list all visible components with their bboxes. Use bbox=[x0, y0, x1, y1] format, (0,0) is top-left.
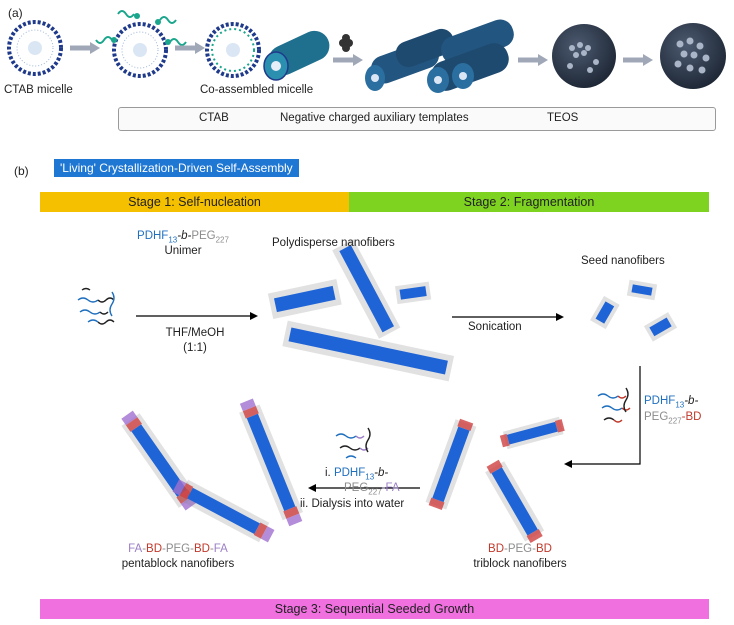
teos-symbol-graphic bbox=[339, 34, 353, 52]
stage2-bar: Stage 2: Fragmentation bbox=[349, 192, 709, 212]
unimer-chains-graphic bbox=[77, 287, 115, 325]
panel-b-letter: (b) bbox=[14, 164, 29, 178]
stage1-bar: Stage 1: Self-nucleation bbox=[40, 192, 349, 212]
pentablock-formula: FA-BD-PEG-BD-FA bbox=[108, 542, 248, 556]
unimer-formula: PDHF13-b-PEG227 bbox=[128, 229, 238, 247]
teos-legend-label: TEOS bbox=[547, 112, 579, 124]
polydisperse-label: Polydisperse nanofibers bbox=[272, 237, 395, 249]
unimer-pdhf: PDHF bbox=[137, 230, 169, 242]
bd-peg: PEG bbox=[644, 411, 669, 423]
bd-polymer-chains-graphic bbox=[597, 387, 631, 423]
triblock-formula: BD-PEG-BD bbox=[460, 542, 580, 556]
cylindrical-micelle-graphic bbox=[263, 30, 330, 81]
sonication-label: Sonication bbox=[468, 321, 522, 333]
polydisperse-nanofibers-graphic bbox=[267, 239, 455, 382]
co-assembled-micelle-label: Co-assembled micelle bbox=[200, 84, 314, 96]
pentablock-caption: pentablock nanofibers bbox=[121, 558, 235, 570]
stage3-bar: Stage 3: Sequential Seeded Growth bbox=[40, 599, 709, 619]
fa-sub227: 227 bbox=[368, 487, 382, 497]
fa-step2: ii. Dialysis into water bbox=[300, 498, 405, 510]
fa-peg: PEG bbox=[344, 482, 369, 494]
fa-pdhf: PDHF bbox=[333, 467, 366, 479]
pentablock-d2: - bbox=[209, 543, 214, 555]
fa-polymer-line1: i. PDHF13-b- bbox=[325, 466, 388, 484]
mesoporous-sphere-graphic bbox=[552, 24, 616, 88]
triblock-nanofibers-graphic bbox=[425, 416, 565, 543]
pentablock-bd2: BD bbox=[193, 543, 210, 555]
mesoporous-sphere-final-graphic bbox=[660, 23, 726, 89]
solvent-ratio-label: (1:1) bbox=[183, 342, 207, 354]
co-assembled-micelle-graphic bbox=[205, 22, 261, 78]
panel-b-title: 'Living' Crystallization-Driven Self-Ass… bbox=[54, 159, 299, 177]
triblock-bd1: BD bbox=[488, 543, 505, 555]
ctab-micelle-graphic bbox=[7, 20, 63, 76]
rod-bundle-graphic bbox=[365, 28, 455, 91]
unimer-peg: PEG bbox=[191, 230, 216, 242]
bd-polymer-line2: PEG227-BD bbox=[644, 410, 701, 428]
pentablock-bd1: BD bbox=[146, 543, 163, 555]
ctab-micelle-label: CTAB micelle bbox=[4, 84, 73, 96]
fa-fa: -FA bbox=[381, 482, 400, 494]
pentablock-fa1: FA bbox=[128, 543, 143, 555]
pentablock-nanofibers-graphic bbox=[121, 398, 303, 543]
bd-pdhf: PDHF bbox=[644, 395, 676, 407]
seed-nanofibers-graphic bbox=[590, 279, 678, 342]
seed-label: Seed nanofibers bbox=[581, 255, 665, 267]
panel-a-letter: (a) bbox=[8, 6, 23, 20]
bd-sub13: 13 bbox=[675, 400, 685, 410]
unimer-sub227: 227 bbox=[215, 235, 229, 245]
bd-bd: -BD bbox=[681, 411, 702, 423]
ctab-legend-label: CTAB bbox=[199, 112, 229, 124]
triblock-bd2: BD bbox=[535, 543, 552, 555]
unimer-sub13: 13 bbox=[168, 235, 178, 245]
unimer-caption: Unimer bbox=[164, 245, 202, 257]
bd-b: -b- bbox=[684, 395, 699, 407]
triblock-caption: triblock nanofibers bbox=[473, 558, 567, 570]
fa-sub13: 13 bbox=[365, 472, 375, 482]
micelle-with-templates-graphic bbox=[95, 10, 187, 78]
bd-sub227: 227 bbox=[668, 416, 682, 426]
unimer-b: -b- bbox=[177, 230, 192, 242]
fa-b: -b- bbox=[374, 467, 389, 479]
bd-polymer-line1: PDHF13-b- bbox=[644, 394, 698, 412]
fa-polymer-line2: PEG227-FA bbox=[344, 481, 400, 499]
fa-polymer-chains-graphic bbox=[335, 427, 371, 459]
fa-prefix: i. bbox=[325, 467, 334, 479]
pentablock-fa2: FA bbox=[213, 543, 228, 555]
pentablock-peg: -PEG- bbox=[162, 543, 194, 555]
pentablock-d1: - bbox=[142, 543, 147, 555]
triblock-peg: -PEG- bbox=[504, 543, 536, 555]
rod-bundle-large-graphic bbox=[427, 19, 514, 93]
legend-box bbox=[118, 107, 716, 131]
solvent-label: THF/MeOH bbox=[165, 327, 225, 339]
template-legend-label: Negative charged auxiliary templates bbox=[280, 112, 469, 124]
